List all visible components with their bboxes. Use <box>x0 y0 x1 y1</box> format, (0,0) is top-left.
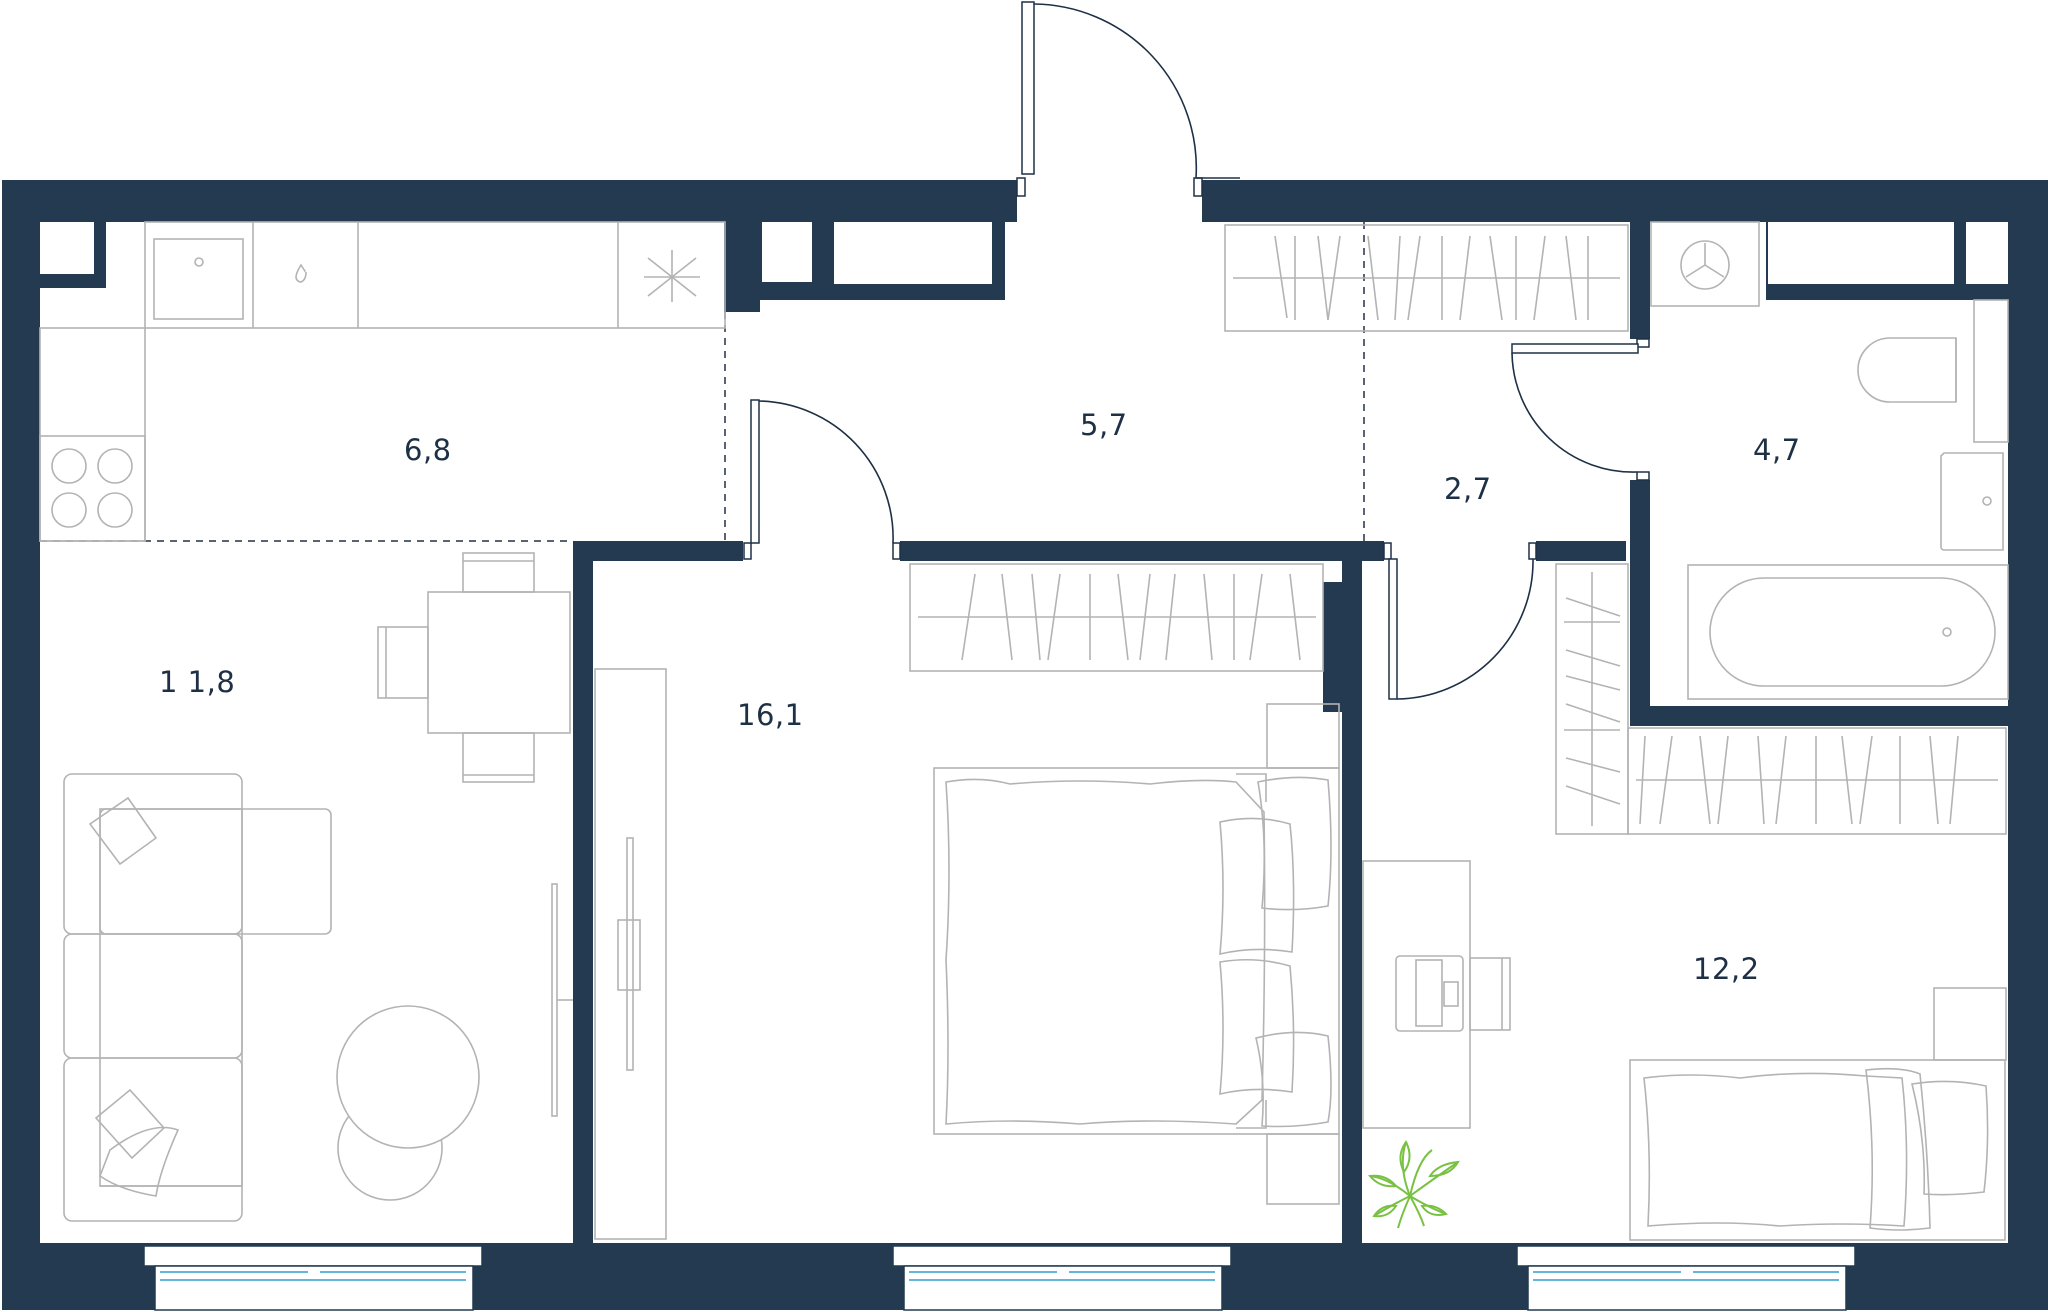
double-bed <box>933 703 1340 1205</box>
area-label-bathroom: 4,7 <box>1753 433 1801 467</box>
second-bedroom-wardrobe-horizontal <box>1627 727 2007 835</box>
area-label-kitchen: 6,8 <box>404 433 452 467</box>
bathroom-door <box>1511 338 1650 481</box>
area-label-corridor: 2,7 <box>1444 472 1492 506</box>
kitchen-furniture <box>39 221 726 542</box>
area-label-living-room: 1 1,8 <box>159 665 236 699</box>
area-label-bedroom: 16,1 <box>737 698 804 732</box>
bathroom-fixtures <box>1650 221 2009 700</box>
bedroom-door <box>743 399 901 560</box>
walls <box>2 180 2048 1310</box>
window-bedroom <box>892 1245 1232 1311</box>
tv-stand <box>551 883 573 1117</box>
sofa <box>63 773 332 1222</box>
dishwasher-icon <box>644 250 700 302</box>
hallway-wardrobe <box>1224 224 1629 332</box>
window-living-room <box>143 1245 483 1311</box>
second-bedroom-door <box>1383 542 1537 700</box>
bedroom-wardrobe-top <box>909 563 1324 672</box>
bedroom-wardrobe-left <box>594 668 667 1240</box>
plant-icon <box>1368 1140 1460 1229</box>
desk <box>1362 860 1511 1129</box>
area-label-second-bedroom: 12,2 <box>1693 952 1760 986</box>
coffee-tables <box>336 1005 480 1201</box>
single-bed <box>1629 987 2007 1241</box>
entrance-door <box>1016 1 1240 197</box>
second-bedroom-wardrobe-vertical <box>1555 563 1629 835</box>
area-label-hallway: 5,7 <box>1080 408 1128 442</box>
window-second-bedroom <box>1516 1245 1856 1311</box>
dining-set <box>377 552 571 783</box>
zone-dividers <box>40 222 1365 542</box>
